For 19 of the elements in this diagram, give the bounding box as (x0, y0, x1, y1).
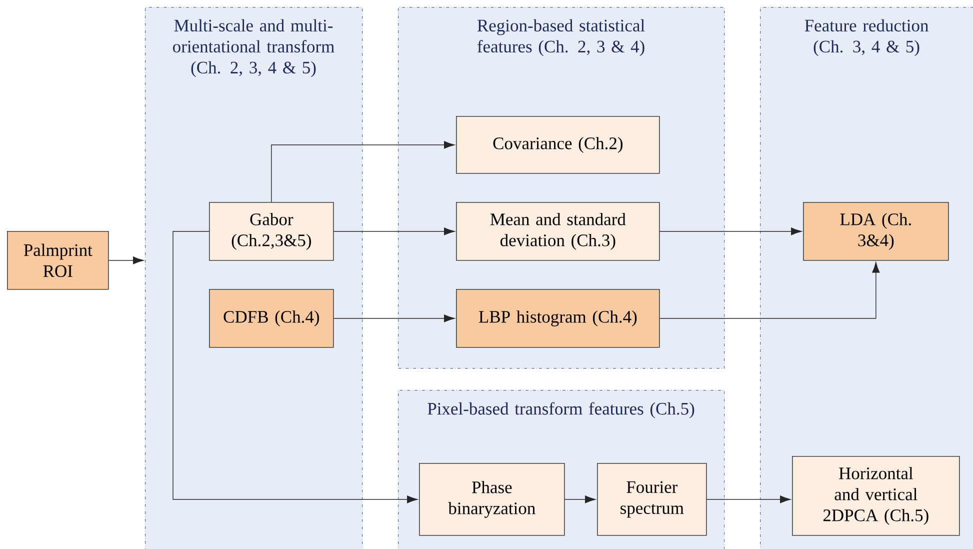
process-box: Gabor (Ch.2,3&5) (209, 202, 334, 261)
arrow (564, 496, 596, 504)
arrow (172, 231, 418, 504)
process-box: LBP histogram (Ch.4) (456, 289, 660, 348)
process-box: CDFB (Ch.4) (209, 289, 334, 348)
process-box: Mean and standard deviation (Ch.3) (456, 202, 660, 261)
process-box: Palmprint ROI (7, 231, 109, 290)
process-box: LDA (Ch. 3&4) (803, 202, 949, 261)
arrow (706, 496, 791, 504)
arrow (659, 262, 880, 319)
process-box: Horizontal and vertical 2DPCA (Ch.5) (792, 456, 960, 536)
process-box: Phase binaryzation (419, 463, 565, 536)
arrow (271, 141, 455, 202)
arrow (108, 256, 144, 264)
arrow (659, 228, 802, 236)
arrow (333, 314, 455, 322)
process-box: Fourier spectrum (597, 463, 707, 536)
process-box: Covariance (Ch.2) (456, 116, 660, 174)
arrow (333, 228, 455, 236)
